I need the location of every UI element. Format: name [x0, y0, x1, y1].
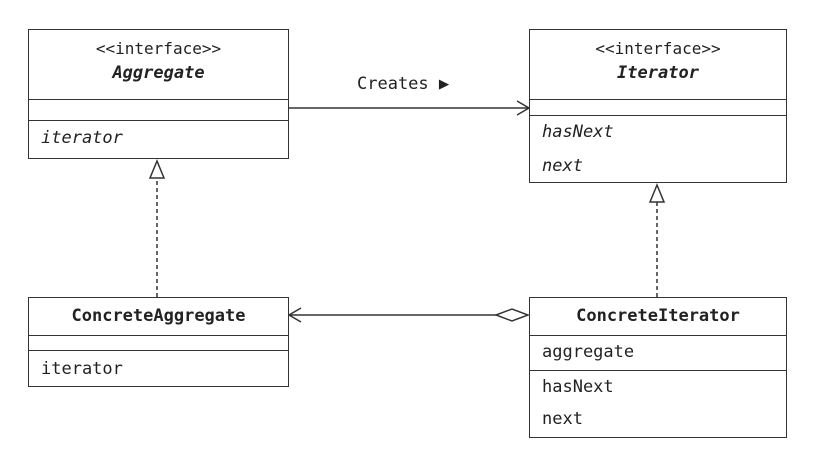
aggregation-arrowhead-icon: [287, 307, 302, 323]
concrete-aggregate-name-section: ConcreteAggregate: [29, 298, 288, 335]
aggregate-name-section: <<interface>> Aggregate: [29, 30, 288, 99]
concrete-aggregate-class-name: ConcreteAggregate: [71, 306, 246, 326]
aggregation-diamond-icon: [493, 308, 531, 322]
concrete-iterator-box: ConcreteIterator aggregate hasNext next: [529, 297, 787, 438]
iterator-methods-section: hasNext next: [530, 115, 786, 181]
iterator-class-name: Iterator: [617, 63, 699, 83]
concrete-iterator-method: hasNext: [542, 377, 614, 397]
iterator-stereotype: <<interface>>: [595, 39, 721, 58]
iterator-name-section: <<interface>> Iterator: [530, 30, 786, 99]
concrete-iterator-attribute: aggregate: [542, 342, 635, 362]
aggregate-interface-box: <<interface>> Aggregate iterator: [28, 29, 289, 159]
concrete-iterator-attributes-section: aggregate: [530, 335, 786, 370]
aggregate-method: iterator: [41, 128, 123, 148]
concrete-iterator-name-section: ConcreteIterator: [530, 298, 786, 335]
concrete-aggregate-method: iterator: [41, 359, 123, 379]
iterator-attributes-section: [530, 99, 786, 115]
iterator-method: hasNext: [542, 122, 614, 142]
iterator-method: next: [542, 156, 583, 176]
concrete-iterator-methods-section: hasNext next: [530, 370, 786, 436]
aggregate-methods-section: iterator: [29, 120, 288, 157]
concrete-aggregate-attributes-section: [29, 335, 288, 350]
concrete-aggregate-methods-section: iterator: [29, 350, 288, 385]
iterator-realization-triangle-icon: [648, 183, 666, 203]
aggregate-stereotype: <<interface>>: [95, 39, 222, 58]
iterator-interface-box: <<interface>> Iterator hasNext next: [529, 29, 787, 183]
concrete-iterator-method: next: [542, 409, 583, 429]
creates-label: Creates ▶: [357, 74, 450, 94]
concrete-aggregate-box: ConcreteAggregate iterator: [28, 297, 289, 387]
aggregate-class-name: Aggregate: [112, 63, 205, 83]
aggregate-attributes-section: [29, 99, 288, 120]
aggregate-realization-triangle-icon: [148, 159, 166, 179]
concrete-iterator-class-name: ConcreteIterator: [576, 306, 740, 326]
